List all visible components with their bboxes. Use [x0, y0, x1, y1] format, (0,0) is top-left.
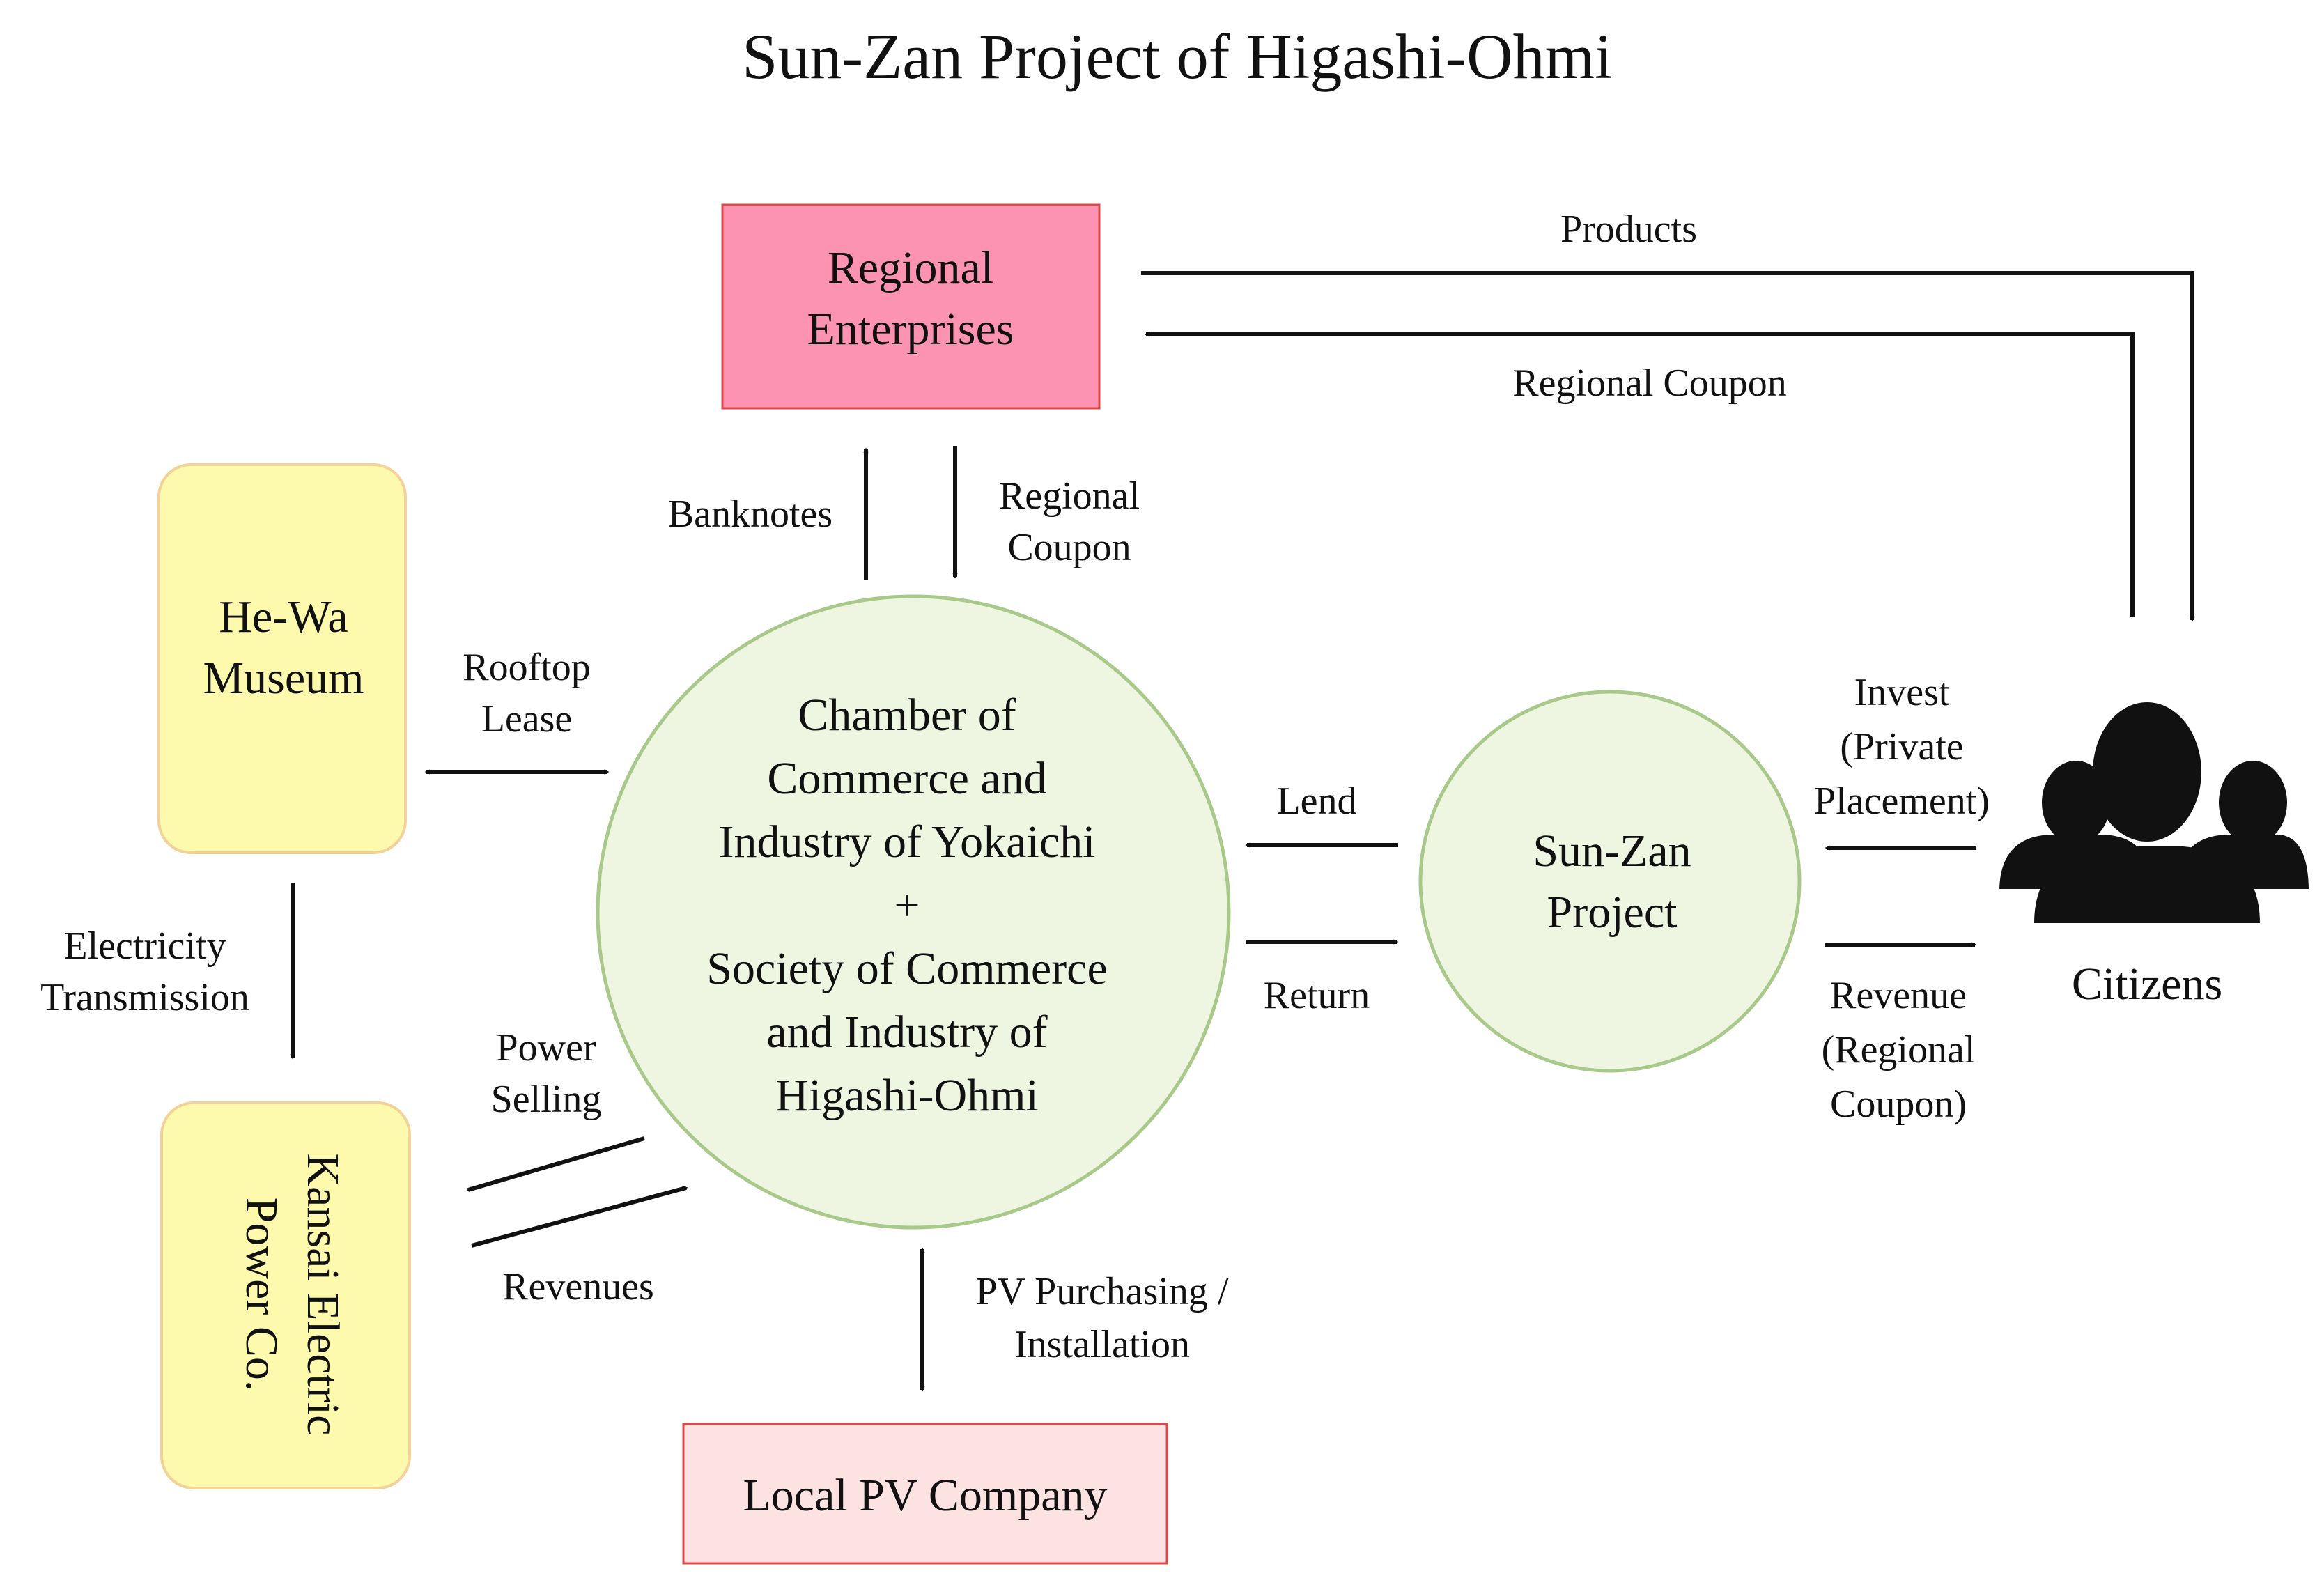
local-pv-company-label: Local PV Company	[743, 1470, 1107, 1521]
label-invest-line: Invest	[1854, 671, 1950, 714]
person-center-head	[2093, 702, 2201, 842]
sun-zan-label-line: Project	[1547, 887, 1678, 938]
label-pv-purchasing-line: Installation	[1014, 1323, 1190, 1366]
diagram-title: Sun-Zan Project of Higashi-Ohmi	[742, 21, 1612, 92]
he-wa-museum-label-line: He-Wa	[219, 591, 348, 642]
citizens-label: Citizens	[2072, 959, 2222, 1009]
label-invest-line: Placement)	[1814, 780, 1990, 823]
label-lend: Lend	[1276, 780, 1356, 823]
node-kansai-electric: Kansai ElectricPower Co.	[160, 1101, 411, 1489]
people-group-icon	[1999, 702, 2309, 923]
chamber-label-line: +	[894, 880, 920, 931]
sun-zan-circle	[1418, 690, 1802, 1073]
sun-zan-label-line: Sun-Zan	[1533, 826, 1691, 876]
label-invest-line: (Private	[1840, 725, 1963, 768]
label-regional-coupon-top: Regional Coupon	[1512, 362, 1787, 405]
local-pv-company-label-line: Local PV Company	[743, 1470, 1107, 1521]
chamber-circle	[596, 594, 1231, 1230]
label-power-selling-line: Selling	[491, 1078, 602, 1121]
label-revenue-line: Coupon)	[1830, 1083, 1967, 1126]
arrow-products	[1141, 271, 2195, 622]
label-pv-purchasing: PV Purchasing / Installation	[976, 1270, 1229, 1366]
kansai-electric-label: Kansai ElectricPower Co.	[236, 1154, 348, 1436]
label-regional-coupon-top-line: Regional Coupon	[1512, 362, 1787, 405]
label-banknotes: Banknotes	[668, 493, 832, 536]
arrow-regional-coupon-top	[1144, 332, 2135, 617]
label-regional-coupon-mid-line: Regional	[999, 474, 1140, 518]
label-regional-coupon-mid-line: Coupon	[1007, 526, 1131, 569]
chamber-label-line: Industry of Yokaichi	[719, 816, 1096, 867]
label-banknotes-line: Banknotes	[668, 493, 832, 536]
kansai-electric-label-line: Kansai Electric	[297, 1154, 348, 1436]
he-wa-museum-label-line: Museum	[203, 653, 364, 704]
label-products: Products	[1560, 208, 1697, 251]
regional-enterprises-box	[721, 203, 1101, 410]
chamber-label-line: Commerce and	[767, 753, 1046, 804]
chamber-label-line: Society of Commerce	[706, 943, 1108, 994]
local-pv-company-box	[682, 1423, 1168, 1565]
label-electricity-transmission-line: Transmission	[40, 976, 249, 1019]
label-rooftop-lease-line: Lease	[481, 697, 573, 741]
label-products-line: Products	[1560, 208, 1697, 251]
person-left-head	[2042, 761, 2110, 844]
regional-enterprises-label-line: Enterprises	[807, 304, 1014, 355]
label-return-line: Return	[1264, 974, 1370, 1017]
chamber-label-line: Chamber of	[798, 690, 1016, 741]
node-local-pv-company: Local PV Company	[682, 1423, 1168, 1565]
label-revenue-line: Revenue	[1830, 974, 1967, 1017]
label-power-selling-line: Power	[496, 1026, 596, 1069]
regional-enterprises-label-line: Regional	[828, 242, 993, 293]
kansai-electric-box	[160, 1101, 411, 1489]
label-electricity-transmission-line: Electricity	[63, 924, 226, 968]
label-lend-line: Lend	[1276, 780, 1356, 823]
arrow-revenues	[471, 1186, 688, 1248]
chamber-label-line: and Industry of	[766, 1007, 1047, 1058]
he-wa-museum-box	[157, 463, 407, 854]
arrow-power-selling	[466, 1136, 645, 1192]
label-revenue-line: (Regional	[1822, 1028, 1976, 1071]
kansai-electric-label-line: Power Co.	[236, 1198, 287, 1392]
chamber-label-line: Higashi-Ohmi	[775, 1070, 1039, 1121]
label-rooftop-lease-line: Rooftop	[463, 646, 591, 689]
label-revenues-line: Revenues	[502, 1265, 654, 1308]
person-center-body	[2034, 846, 2260, 923]
label-revenues: Revenues	[502, 1265, 654, 1308]
label-pv-purchasing-line: PV Purchasing /	[976, 1270, 1229, 1313]
label-return: Return	[1264, 974, 1370, 1017]
person-right-head	[2219, 761, 2287, 844]
